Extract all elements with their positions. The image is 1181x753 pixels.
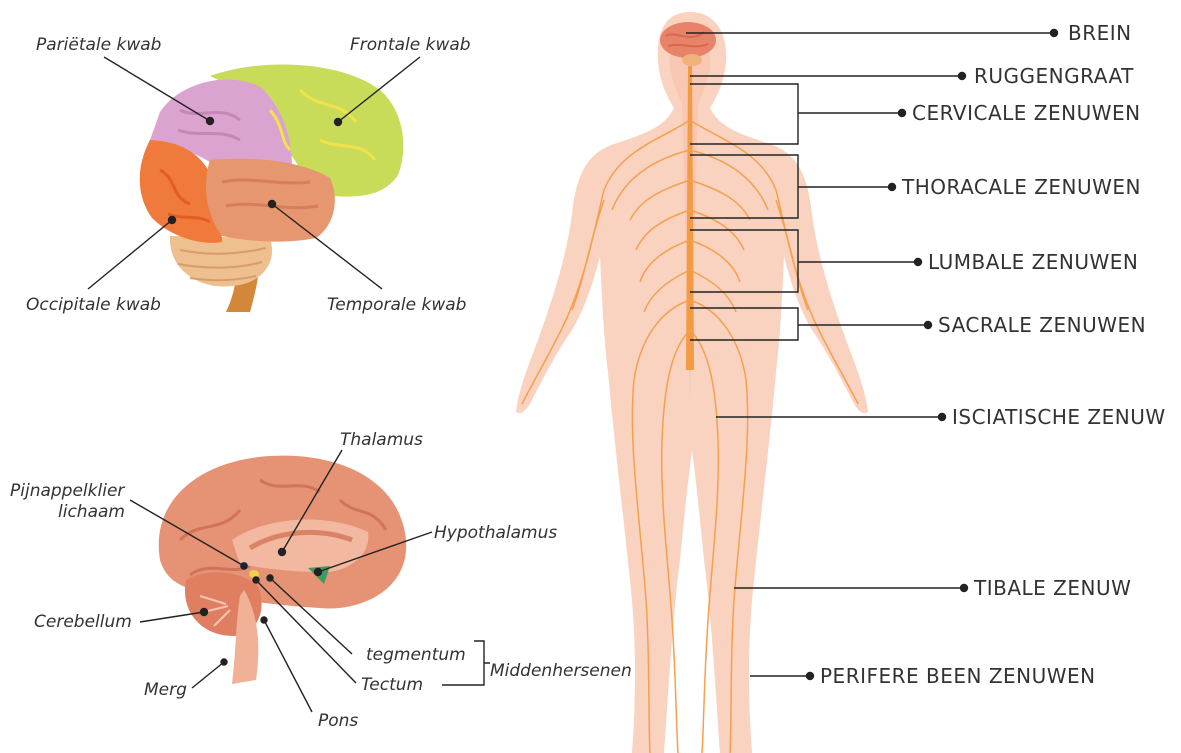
label-sciatic-nerve: ISCIATISCHE ZENUW — [952, 405, 1166, 429]
label-hypothalamus: Hypothalamus — [434, 523, 557, 543]
label-spine: RUGGENGRAAT — [974, 64, 1134, 88]
label-tibial-nerve: TIBALE ZENUW — [974, 576, 1131, 600]
label-peripheral-leg-nerves: PERIFERE BEEN ZENUWEN — [820, 664, 1096, 688]
label-brain: BREIN — [1068, 21, 1132, 45]
label-lumbar-nerves: LUMBALE ZENUWEN — [928, 250, 1138, 274]
label-thalamus: Thalamus — [340, 430, 423, 450]
label-medulla: Merg — [144, 680, 187, 700]
label-thoracic-nerves: THORACALE ZENUWEN — [902, 175, 1141, 199]
label-tectum: Tectum — [361, 675, 423, 695]
label-pineal-line2: lichaam — [58, 502, 125, 522]
label-cervical-nerves: CERVICALE ZENUWEN — [912, 101, 1141, 125]
label-temporal-lobe: Temporale kwab — [327, 295, 466, 315]
human-body-illustration — [516, 12, 868, 753]
temporal-lobe — [206, 159, 335, 242]
label-occipital-lobe: Occipitale kwab — [26, 295, 161, 315]
label-parietal-lobe: Pariëtale kwab — [36, 35, 161, 55]
label-pons: Pons — [318, 711, 358, 731]
label-tegmentum: tegmentum — [366, 645, 466, 665]
label-frontal-lobe: Frontale kwab — [350, 35, 471, 55]
label-midbrain: Middenhersenen — [490, 661, 632, 681]
label-pineal-line1: Pijnappelklier — [10, 481, 124, 501]
brain-in-head — [660, 22, 716, 58]
label-cerebellum: Cerebellum — [34, 612, 132, 632]
label-sacral-nerves: SACRALE ZENUWEN — [938, 313, 1146, 337]
